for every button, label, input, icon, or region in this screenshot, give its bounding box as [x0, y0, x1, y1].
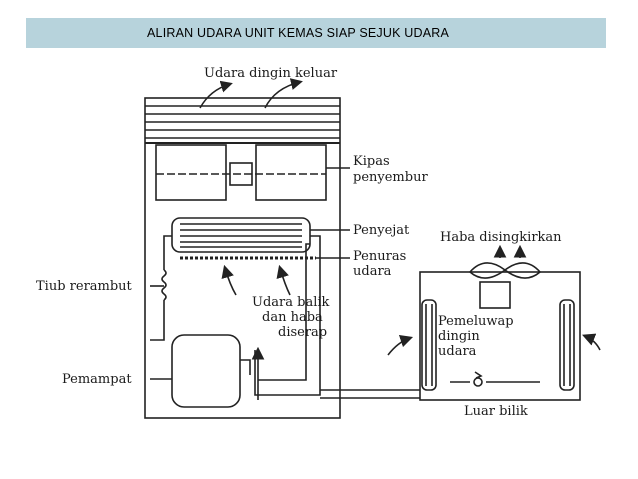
label-return-air-2: dan haba [262, 310, 323, 325]
blower-fan-right [255, 144, 327, 201]
label-cold-air-out: Udara dingin keluar [204, 66, 338, 81]
capillary-tube [150, 235, 172, 341]
label-outside-room: Luar bilik [464, 404, 528, 419]
label-fan-2: penyembur [353, 170, 428, 185]
title-bar: ALIRAN UDARA UNIT KEMAS SIAP SEJUK UDARA [26, 18, 606, 48]
compressor [171, 334, 241, 408]
label-condenser-2: dingin [438, 329, 480, 344]
label-capillary: Tiub rerambut [36, 279, 133, 294]
condenser-coil-right [559, 299, 575, 391]
slide-title: ALIRAN UDARA UNIT KEMAS SIAP SEJUK UDARA [147, 26, 450, 40]
label-evaporator: Penyejat [353, 223, 410, 238]
condenser-coil-left [421, 299, 437, 391]
label-filter-2: udara [353, 264, 392, 279]
label-return-air-3: diserap [278, 325, 327, 340]
evaporator-coil [171, 217, 311, 253]
label-condenser-3: udara [438, 344, 477, 359]
label-heat-rejected: Haba disingkirkan [440, 230, 562, 245]
supply-grille [145, 105, 340, 139]
blower-fan-left [155, 144, 227, 201]
condenser-fan [469, 262, 542, 309]
label-filter-1: Penuras [353, 249, 406, 264]
expansion-valve [473, 377, 483, 387]
label-compressor: Pemampat [62, 372, 132, 387]
label-return-air-1: Udara balik [252, 295, 330, 310]
outdoor-unit-cabinet [419, 271, 581, 401]
label-fan-1: Kipas [353, 154, 390, 169]
label-condenser-1: Pemeluwap [438, 314, 514, 329]
